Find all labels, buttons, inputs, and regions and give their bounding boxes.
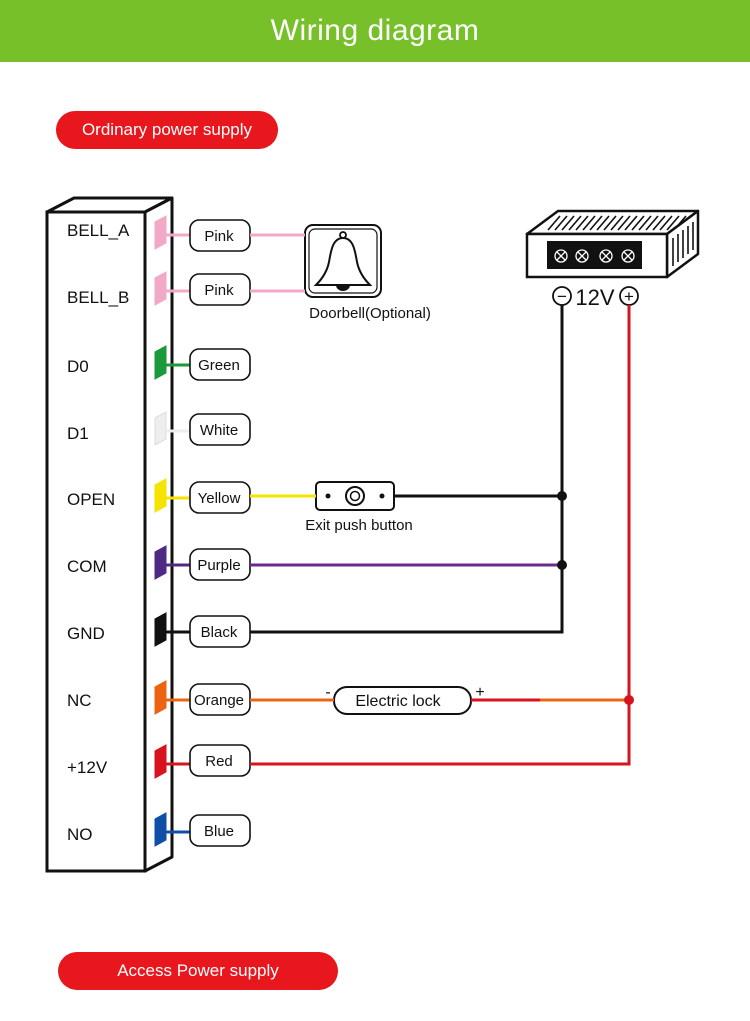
- wire-color-label: Yellow: [198, 490, 241, 507]
- terminal-row-com: COM Purple: [67, 545, 251, 581]
- terminal-label: +12V: [67, 758, 108, 777]
- black-wire: [250, 496, 564, 634]
- wire-color-label: Blue: [204, 823, 234, 840]
- doorbell-device: Doorbell(Optional): [304, 224, 431, 322]
- wire-color-box: [189, 348, 251, 381]
- wires: [250, 233, 631, 766]
- terminal-row-open: OPEN Yellow: [67, 478, 251, 514]
- terminal-label: D1: [67, 424, 89, 443]
- wire-color-label: White: [200, 422, 238, 439]
- terminal-connector: [154, 612, 167, 647]
- wire-color-label: Pink: [204, 282, 234, 299]
- electric-lock: Electric lock - +: [325, 684, 485, 715]
- terminal-row-plus12v: +12V Red: [67, 744, 251, 779]
- terminal-label: D0: [67, 357, 89, 376]
- wire-color-label: Green: [198, 357, 240, 374]
- terminal-row-gnd: GND Black: [67, 612, 251, 648]
- wire-color-label: Purple: [197, 557, 240, 574]
- lock-minus-label: -: [325, 684, 330, 701]
- terminal-row-bell_b: BELL_B Pink: [67, 271, 251, 307]
- terminal-connector: [154, 411, 167, 446]
- exit-push-button: Exit push button: [305, 481, 413, 534]
- terminal-connector: [154, 545, 167, 580]
- terminal-screw-icons: [554, 249, 635, 263]
- exit-button-label: Exit push button: [305, 517, 413, 534]
- wire-color-box: [189, 744, 251, 777]
- terminal-connector: [154, 744, 167, 779]
- terminal-connector: [154, 680, 167, 715]
- wire-color-label: Pink: [204, 228, 234, 245]
- psu-plus-icon: +: [624, 287, 634, 306]
- wire-color-label: Black: [201, 624, 238, 641]
- access-power-supply-label: Access Power supply: [58, 952, 338, 990]
- terminal-label: BELL_A: [67, 221, 130, 240]
- terminal-label: COM: [67, 557, 107, 576]
- terminal-row-no: NO Blue: [67, 812, 251, 847]
- power-supply-unit: − 12V +: [525, 209, 700, 310]
- bell-icon: [313, 231, 373, 291]
- terminal-connector: [154, 271, 167, 306]
- terminal-connector: [154, 812, 167, 847]
- terminal-row-d0: D0 Green: [67, 345, 251, 381]
- wire-color-label: Red: [205, 753, 233, 770]
- terminal-connector: [154, 478, 167, 513]
- doorbell-label: Doorbell(Optional): [309, 305, 431, 322]
- wire-color-box: [189, 413, 251, 446]
- terminal-connector: [154, 215, 167, 250]
- red-wire: [250, 305, 631, 766]
- page-title: Wiring diagram: [270, 14, 480, 47]
- wire-junctions: [557, 491, 634, 705]
- psu-voltage-label: 12V: [575, 285, 614, 310]
- terminal-label: OPEN: [67, 490, 115, 509]
- psu-minus-icon: −: [557, 287, 567, 306]
- terminal-label: BELL_B: [67, 288, 129, 307]
- terminal-label: GND: [67, 624, 105, 643]
- terminal-label: NC: [67, 691, 92, 710]
- terminal-row-bell_a: BELL_A Pink: [67, 215, 251, 252]
- terminal-label: NO: [67, 825, 93, 844]
- terminal-connector: [154, 345, 167, 380]
- lock-plus-label: +: [475, 684, 484, 701]
- terminal-row-nc: NC Orange: [67, 680, 251, 716]
- terminal-row-d1: D1 White: [67, 411, 251, 446]
- electric-lock-label: Electric lock: [355, 693, 441, 710]
- ordinary-power-supply-label: Ordinary power supply: [56, 111, 278, 149]
- wire-color-box: [189, 814, 251, 847]
- wire-color-label: Orange: [194, 692, 244, 709]
- exit-to-psu-wire: [394, 305, 564, 498]
- header-bar: Wiring diagram: [0, 0, 750, 62]
